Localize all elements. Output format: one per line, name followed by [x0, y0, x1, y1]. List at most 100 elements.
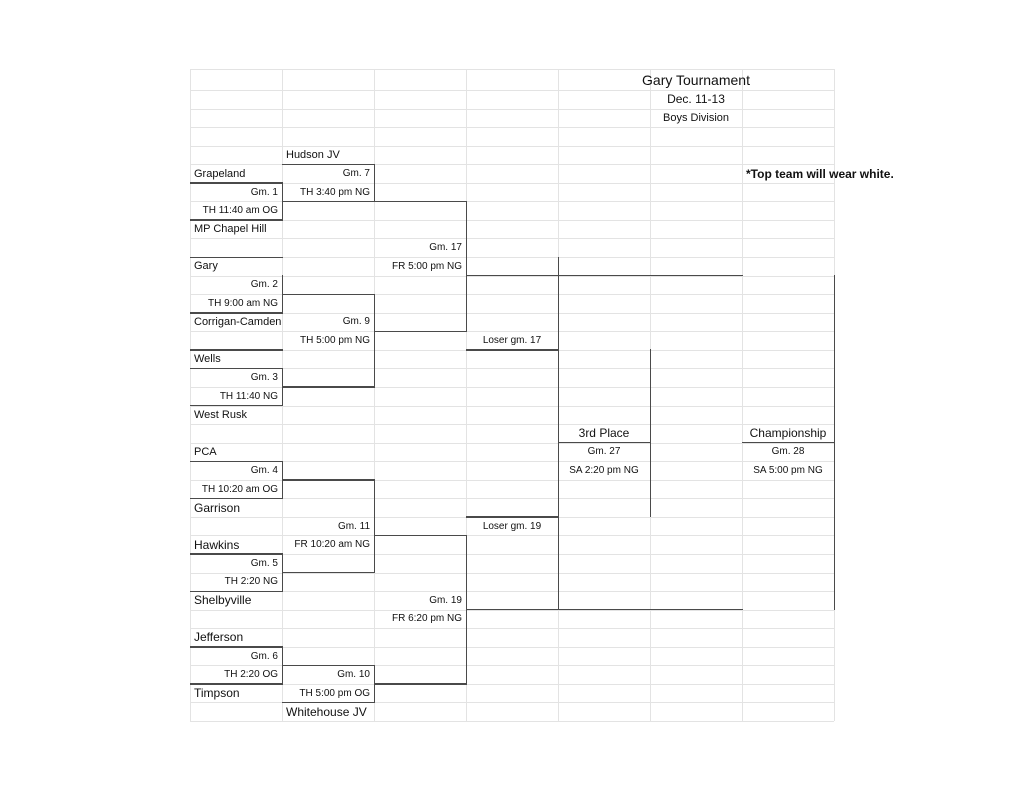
team-grapeland: Grapeland — [194, 167, 246, 180]
bracket-connector — [190, 312, 283, 314]
bracket-connector — [374, 683, 467, 685]
team-hawkins: Hawkins — [194, 537, 240, 552]
grid-line — [190, 591, 834, 592]
jersey-note: *Top team will wear white. — [746, 166, 894, 181]
team-pca: PCA — [194, 445, 217, 458]
bracket-connector — [466, 275, 743, 277]
bracket-connector — [190, 553, 283, 555]
game-6-time: TH 2:20 OG — [224, 669, 278, 681]
grid-line — [190, 368, 834, 369]
game-4-time: TH 10:20 am OG — [201, 483, 278, 495]
loser-game-19-label: Loser gm. 19 — [482, 520, 542, 532]
grid-line — [190, 90, 834, 91]
game-3-time: TH 11:40 NG — [219, 390, 278, 402]
grid-line — [190, 721, 834, 722]
bracket-connector — [466, 609, 743, 611]
bracket-connector — [373, 664, 375, 703]
grid-line — [190, 647, 834, 648]
bracket-connector — [281, 275, 283, 314]
grid-line — [190, 387, 834, 388]
championship-title: Championship — [749, 426, 827, 441]
team-hudson-jv: Hudson JV — [286, 148, 340, 161]
team-garrison: Garrison — [194, 500, 241, 515]
game-10-label: Gm. 10 — [337, 669, 370, 681]
game-6-label: Gm. 6 — [250, 650, 278, 662]
grid-line — [190, 69, 191, 721]
grid-line — [190, 684, 834, 685]
grid-line — [374, 69, 375, 721]
bracket-connector — [282, 701, 375, 704]
team-gary: Gary — [194, 260, 218, 273]
game-7-time: TH 3:40 pm NG — [299, 186, 370, 198]
team-mp-chapel-hill: MP Chapel Hill — [194, 223, 267, 236]
game-17-time: FR 5:00 pm NG — [391, 260, 462, 272]
bracket-connector — [558, 442, 651, 444]
grid-line — [190, 461, 834, 462]
game-1-time: TH 11:40 am OG — [202, 205, 278, 217]
game-27-time: SA 2:20 pm NG — [569, 464, 639, 476]
bracket-connector — [281, 646, 283, 685]
team-timpson: Timpson — [194, 686, 240, 701]
division-label: Boys Division — [662, 111, 730, 124]
team-wells: Wells — [194, 353, 221, 366]
bracket-connector — [282, 664, 375, 667]
bracket-connector — [190, 219, 283, 221]
bracket-connector — [466, 349, 559, 351]
bracket-connector — [281, 460, 283, 499]
bracket-connector — [281, 553, 283, 592]
bracket-connector — [374, 330, 467, 333]
bracket-connector — [374, 200, 467, 203]
game-11-time: FR 10:20 am NG — [294, 539, 370, 551]
grid-line — [190, 443, 834, 444]
game-2-time: TH 9:00 am NG — [207, 297, 278, 309]
tournament-title: Gary Tournament — [642, 71, 750, 88]
bracket-connector — [466, 516, 559, 518]
grid-line — [190, 127, 834, 128]
team-whitehouse-jv: Whitehouse JV — [286, 704, 367, 719]
bracket-connector — [190, 182, 283, 184]
grid-line — [190, 480, 834, 481]
grid-line — [742, 69, 743, 721]
grid-line — [190, 610, 834, 611]
bracket-connector — [833, 275, 835, 611]
tournament-dates: Dec. 11-13 — [667, 92, 725, 107]
bracket-connector — [190, 683, 283, 685]
grid-line — [190, 498, 834, 499]
grid-line — [190, 183, 834, 184]
grid-line — [466, 69, 467, 721]
grid-line — [190, 702, 834, 703]
game-28-label: Gm. 28 — [771, 446, 805, 458]
grid-line — [190, 313, 834, 314]
grid-line — [190, 109, 834, 110]
grid-line — [190, 220, 834, 221]
bracket-connector — [281, 182, 283, 221]
grid-line — [190, 294, 834, 295]
grid-line — [190, 164, 834, 165]
bracket-connector — [465, 534, 467, 685]
grid-line — [190, 257, 834, 258]
grid-line — [190, 238, 834, 239]
grid-line — [190, 146, 834, 147]
bracket-sheet: Gary Tournament Dec. 11-13 Boys Division… — [190, 69, 894, 722]
grid-line — [190, 69, 834, 70]
bracket-connector — [282, 293, 375, 295]
game-9-label: Gm. 9 — [342, 316, 370, 328]
grid-line — [190, 554, 834, 555]
grid-line — [190, 424, 834, 425]
team-west-rusk: West Rusk — [194, 408, 247, 421]
bracket-connector — [282, 572, 375, 574]
bracket-connector — [281, 367, 283, 406]
game-19-time: FR 6:20 pm NG — [391, 613, 462, 625]
game-5-label: Gm. 5 — [250, 557, 278, 569]
bracket-connector — [557, 256, 559, 611]
game-27-label: Gm. 27 — [587, 446, 621, 458]
game-3-label: Gm. 3 — [250, 372, 278, 384]
game-1-label: Gm. 1 — [250, 186, 278, 198]
team-shelbyville: Shelbyville — [194, 593, 252, 608]
game-4-label: Gm. 4 — [250, 464, 278, 476]
bracket-connector — [282, 163, 375, 166]
bracket-connector — [373, 479, 375, 574]
game-2-label: Gm. 2 — [250, 279, 278, 291]
bracket-connector — [190, 460, 283, 462]
grid-line — [190, 331, 834, 332]
